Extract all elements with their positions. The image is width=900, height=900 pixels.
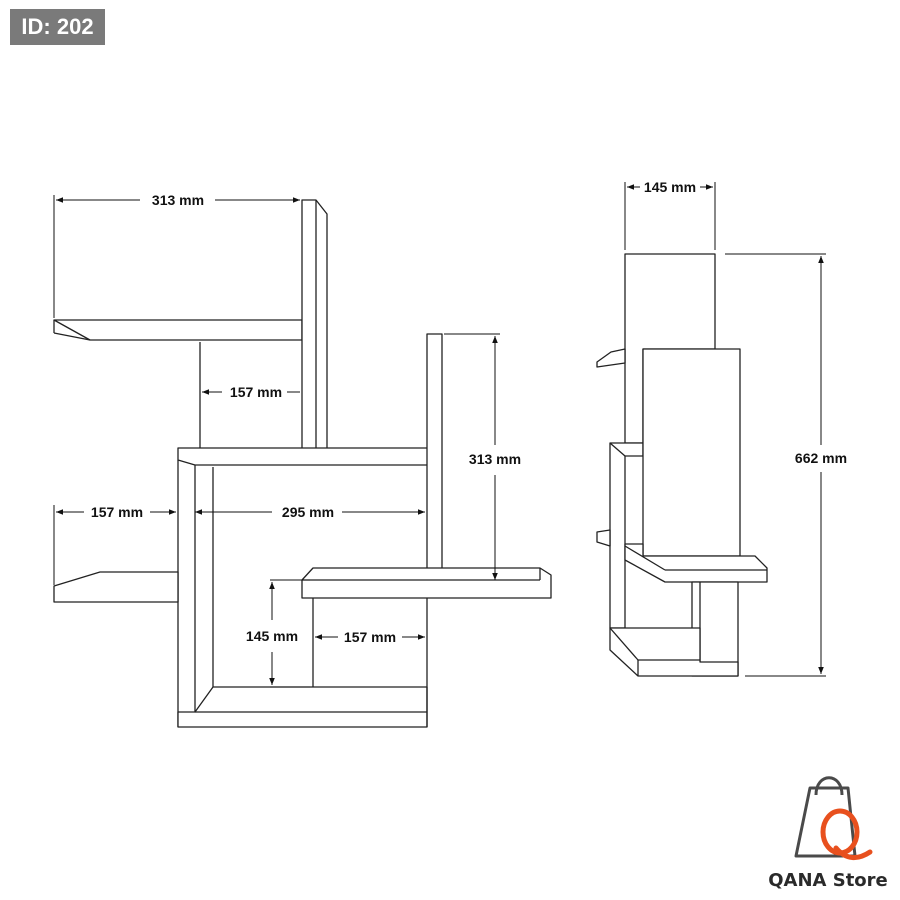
dim-side-depth: 145 mm <box>644 179 696 195</box>
side-view <box>596 253 768 677</box>
front-box-bottom <box>177 598 428 728</box>
side-middle-left-shelf <box>596 529 611 547</box>
side-dimensions <box>624 182 826 677</box>
side-front-tall-panel <box>642 348 741 557</box>
brand-logo: QANA Store <box>768 776 888 891</box>
dim-front-right-height: 313 mm <box>469 451 521 467</box>
dim-front-top-width: 313 mm <box>152 192 204 208</box>
dim-side-total-height: 662 mm <box>795 450 847 466</box>
brand-name: QANA Store <box>768 870 888 891</box>
dim-front-span-width: 295 mm <box>282 504 334 520</box>
dim-front-bottom-width: 157 mm <box>344 629 396 645</box>
front-top-left-shelf <box>53 319 303 341</box>
front-dimensions <box>53 195 500 688</box>
front-upper-vertical-board <box>301 199 328 453</box>
id-badge: ID: 202 <box>10 9 105 45</box>
front-right-vertical-board <box>426 333 443 583</box>
front-box-left-side <box>177 460 214 727</box>
dim-front-bottom-height: 145 mm <box>246 628 298 644</box>
dim-front-left-shelf-width: 157 mm <box>91 504 143 520</box>
front-view <box>53 199 552 728</box>
front-middle-shelf <box>177 447 431 466</box>
side-lower-shelf <box>624 543 768 583</box>
dim-front-inner-width: 157 mm <box>230 384 282 400</box>
front-lower-right-shelf <box>301 567 552 599</box>
side-bottom-shelf <box>609 627 739 677</box>
shopping-bag-icon <box>794 776 873 860</box>
front-left-bottom-shelf <box>53 571 179 603</box>
side-lower-back-panel <box>609 442 644 629</box>
side-upper-left-shelf <box>596 348 626 368</box>
